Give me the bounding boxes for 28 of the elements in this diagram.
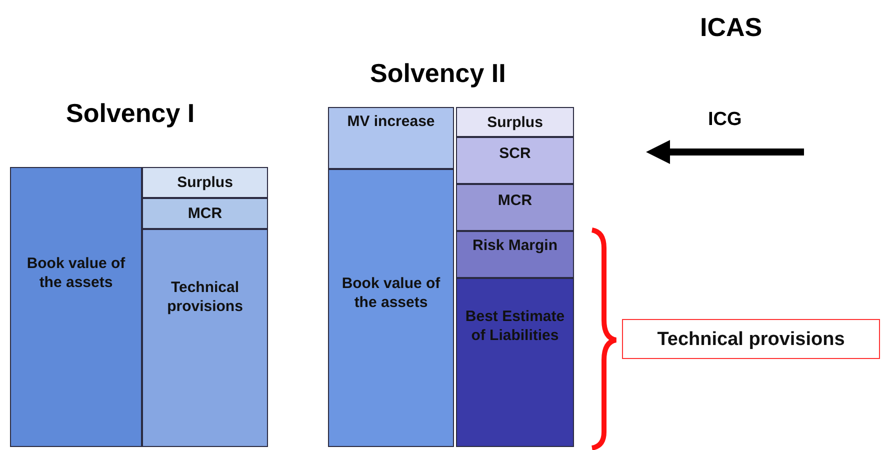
block-label: Surplus [486, 112, 544, 132]
balance-block [456, 107, 574, 137]
block-label: MCR [496, 191, 534, 210]
block-label: Book value of the assets [26, 254, 126, 292]
block-label: MV increase [346, 112, 436, 131]
balance-block [456, 231, 574, 278]
balance-block [456, 137, 574, 184]
balance-block [142, 167, 268, 198]
heading-label: ICAS [700, 11, 762, 44]
heading-label: ICG [708, 108, 742, 132]
balance-block [328, 107, 454, 169]
block-label: Risk Margin [471, 236, 559, 255]
block-label: Technical provisions [166, 278, 244, 316]
balance-block [328, 169, 454, 447]
block-label: Best Estimate of Liabilities [464, 307, 566, 345]
balance-block [142, 198, 268, 229]
callout-box [622, 319, 880, 359]
balance-block [142, 229, 268, 447]
heading-label: Solvency I [66, 97, 195, 130]
block-label: Surplus [176, 173, 234, 192]
balance-block [456, 278, 574, 447]
block-label: SCR [498, 144, 532, 163]
block-label: MCR [186, 204, 224, 223]
block-label: Technical provisions [656, 330, 846, 348]
balance-block [456, 184, 574, 231]
heading-label: Solvency II [370, 57, 506, 90]
balance-block [10, 167, 142, 447]
block-label: Book value of the assets [340, 274, 442, 312]
